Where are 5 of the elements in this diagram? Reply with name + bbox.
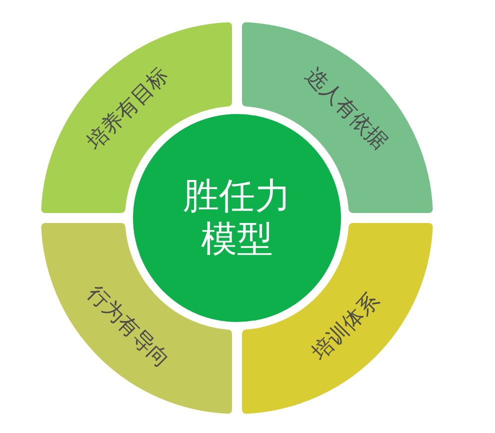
segment-label: 培养有目标 [80,62,174,156]
segment-label: 培训体系 [306,287,385,367]
segment-label: 行为有导向 [82,280,176,374]
segment-label: 选人有依据 [300,62,394,156]
center-title: 胜任力模型 [182,174,292,262]
